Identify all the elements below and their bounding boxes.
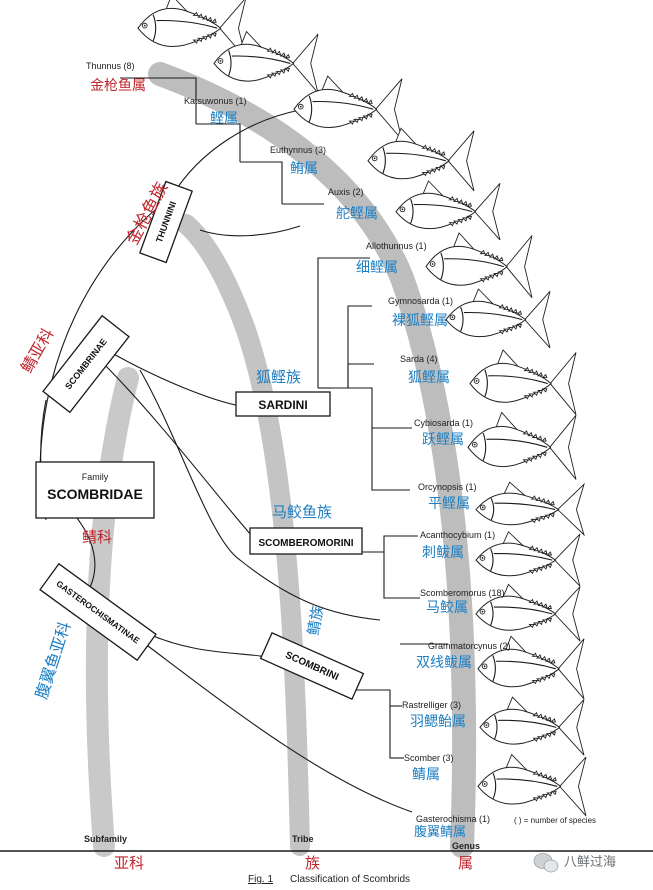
wechat-icon: [533, 853, 559, 873]
fish-gasterochisma: [477, 753, 587, 817]
axis-zh-subfamily: 亚科: [114, 854, 144, 872]
tree-branches: [39, 77, 448, 813]
axis-label-subfamily: Subfamily: [84, 834, 127, 844]
tribe-sardini: SARDINI 狐鲣族: [235, 368, 331, 417]
genus-zh-katsuwonus: 鲣属: [210, 111, 238, 127]
footer: Subfamily Tribe Genus ( ) = number of sp…: [0, 816, 653, 885]
genus-zh-gasterochisma: 腹翼鲭属: [414, 824, 466, 840]
genus-label-katsuwonus: Katsuwonus (1): [184, 96, 247, 106]
genus-zh-rastrelliger: 羽鳃鲐属: [410, 714, 466, 730]
genus-label-acanthocybium: Acanthocybium (1): [420, 530, 495, 540]
axis-zh-genus: 属: [458, 854, 473, 872]
fish-illustrations: [137, 0, 587, 817]
family-name: SCOMBRIDAE: [47, 486, 143, 502]
family-label: Family: [82, 472, 109, 482]
species-count-legend: ( ) = number of species: [514, 816, 596, 825]
tribe-thunnini: THUNNINI 金枪鱼族: [123, 179, 193, 264]
genus-label-allothunnus: Allothunnus (1): [366, 241, 427, 251]
genus-label-scomberomorus: Scomberomorus (18): [420, 588, 505, 598]
tribe-zh-scombrini: 鲭族: [304, 604, 327, 637]
figure-caption: Classification of Scombrids: [290, 874, 410, 885]
fish-grammatorcynus: [475, 583, 581, 642]
genus-zh-gymnosarda: 裸狐鲣属: [392, 313, 448, 329]
tribe-scomberomorini: SCOMBEROMORINI 马鲛鱼族: [249, 503, 363, 555]
fish-gymnosarda: [425, 232, 533, 298]
fish-allothunnus: [395, 180, 501, 241]
tribe-zh-scomberomorini: 马鲛鱼族: [272, 503, 332, 521]
genus-labels: Thunnus (8) 金枪鱼属 Katsuwonus (1) 鲣属 Euthy…: [86, 61, 511, 840]
genus-band: [148, 62, 477, 858]
fish-sarda: [445, 288, 551, 349]
genus-zh-allothunnus: 细鲣属: [356, 260, 398, 276]
genus-zh-orcynopsis: 平鲣属: [428, 496, 470, 512]
genus-label-rastrelliger: Rastrelliger (3): [402, 700, 461, 710]
figure-number: Fig. 1: [248, 874, 273, 885]
genus-zh-auxis: 舵鲣属: [336, 206, 378, 222]
fish-auxis: [367, 127, 475, 192]
axis-label-tribe: Tribe: [292, 834, 314, 844]
axis-label-genus: Genus: [452, 841, 480, 851]
genus-label-thunnus: Thunnus (8): [86, 61, 135, 71]
tribe-label-sardini: SARDINI: [258, 398, 307, 412]
genus-label-scomber: Scomber (3): [404, 753, 454, 763]
tribe-label-scomberomorini: SCOMBEROMORINI: [259, 538, 354, 549]
family-scombridae: Family SCOMBRIDAE 鲭科: [35, 461, 155, 546]
genus-zh-euthynnus: 鲔属: [290, 161, 318, 177]
genus-zh-cybiosarda: 跃鲣属: [422, 432, 464, 448]
genus-zh-acanthocybium: 刺鲅属: [422, 545, 464, 561]
subfamily-zh-gasterochismatinae: 腹翼鱼亚科: [32, 619, 75, 701]
fish-rastrelliger: [477, 635, 585, 700]
fish-katsuwonus: [213, 30, 319, 94]
genus-label-gymnosarda: Gymnosarda (1): [388, 296, 453, 306]
genus-label-grammatorcynus: Grammatorcynus (2): [428, 641, 511, 651]
genus-zh-grammatorcynus: 双线鲅属: [416, 655, 472, 671]
fish-thunnus: [137, 0, 247, 60]
genus-zh-thunnus: 金枪鱼属: [90, 77, 146, 94]
fish-scomberomorus: [475, 531, 581, 587]
genus-label-gasterochisma: Gasterochisma (1): [416, 814, 490, 824]
subfamily-zh-scombrinae: 鲭亚科: [17, 325, 57, 376]
tribe-zh-sardini: 狐鲣族: [256, 368, 301, 386]
watermark: 八鲜过海: [564, 854, 616, 869]
axis-zh-tribe: 族: [305, 854, 320, 872]
tribe-scombrini: SCOMBRINI 鲭族: [259, 604, 365, 700]
genus-zh-scomberomorus: 马鲛属: [426, 600, 468, 616]
genus-label-auxis: Auxis (2): [328, 187, 364, 197]
genus-zh-sarda: 狐鲣属: [408, 370, 450, 386]
fish-scomber: [479, 696, 585, 756]
fish-euthynnus: [293, 75, 403, 141]
genus-label-sarda: Sarda (4): [400, 354, 438, 364]
fish-acanthocybium: [475, 481, 585, 537]
family-zh: 鲭科: [82, 528, 112, 546]
genus-label-euthynnus: Euthynnus (3): [270, 145, 326, 155]
fish-orcynopsis: [467, 411, 577, 480]
genus-label-cybiosarda: Cybiosarda (1): [414, 418, 473, 428]
fish-cybiosarda: [469, 349, 577, 415]
genus-label-orcynopsis: Orcynopsis (1): [418, 482, 477, 492]
genus-zh-scomber: 鲭属: [412, 767, 440, 783]
